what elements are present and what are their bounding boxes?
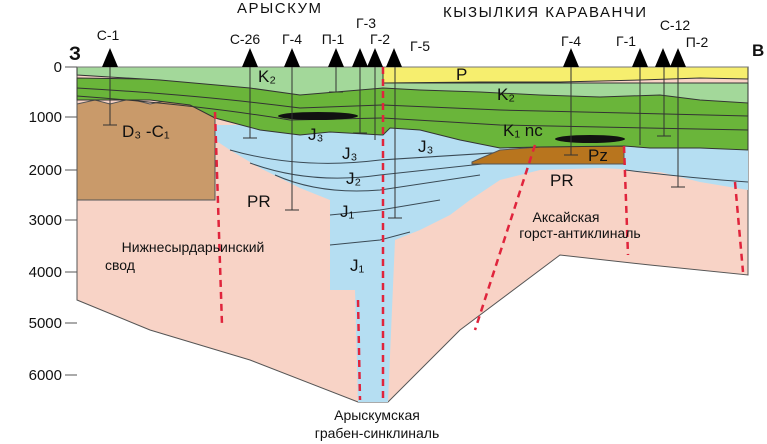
depth-tick-label: 4000 (29, 264, 62, 281)
well-triangle-icon (386, 48, 402, 67)
jurassic-east (620, 160, 748, 190)
jurassic-trough (215, 125, 748, 402)
depth-tick-label: 0 (54, 59, 62, 76)
well-triangle-icon (367, 48, 383, 67)
unit-label-j1: J₁ (340, 202, 355, 221)
caption-graben: грабен-синклиналь (315, 425, 440, 441)
well-label: Г-4 (561, 33, 581, 49)
unit-label-pr: PR (247, 192, 271, 211)
well-triangle-icon (352, 48, 368, 67)
well-label: С-12 (660, 17, 691, 33)
k2-light-green (76, 66, 749, 104)
well-label: Г-3 (356, 15, 376, 31)
well-triangle-icon (670, 48, 686, 67)
depth-ticks (65, 66, 77, 376)
oil-lens-kyzylkiya (555, 135, 625, 143)
depth-tick-label: 6000 (29, 367, 62, 384)
oil-lens-aryskum (278, 112, 358, 120)
depth-tick-label: 3000 (29, 212, 62, 229)
title-aryskum: АРЫСКУМ (237, 0, 323, 17)
unit-label-k1nc: K₁ nc (503, 121, 543, 140)
direction-west: З (69, 44, 81, 65)
well-triangle-icon (632, 48, 648, 67)
well-label: П-1 (322, 31, 345, 47)
well-triangle-icon (284, 48, 300, 67)
well-triangle-icon (655, 48, 671, 67)
well-triangle-icon (563, 48, 579, 67)
well-triangle-icon (102, 48, 118, 67)
title-kyzylkiya-karavanchi: КЫЗЫЛКИЯ КАРАВАНЧИ (443, 4, 648, 21)
well-markers (102, 48, 686, 67)
unit-label-k2: K₂ (497, 85, 515, 104)
well-label: Г-4 (282, 31, 302, 47)
caption-svod: Нижнесырдарьинский (122, 239, 265, 255)
caption-horst: Аксайская (532, 209, 599, 225)
depth-tick-label: 5000 (29, 315, 62, 332)
caption-graben: Арыскумская (334, 407, 420, 423)
caption-horst: горст-антиклиналь (519, 225, 640, 241)
unit-label-j3: J₃ (308, 125, 323, 144)
well-label: С-1 (97, 27, 120, 43)
j-horizons (229, 149, 749, 246)
well-triangle-icon (328, 48, 344, 67)
well-label: Г-1 (616, 33, 636, 49)
faults (213, 67, 745, 401)
well-lines (103, 67, 685, 219)
well-label: Г-5 (410, 38, 430, 54)
well-label: П-2 (686, 34, 709, 50)
unit-label-j1: J₁ (350, 256, 365, 275)
direction-east: В (752, 41, 764, 60)
unit-label-j3: J₃ (342, 144, 357, 163)
unit-label-j2: J₂ (346, 169, 361, 188)
unit-label-pr: PR (550, 171, 574, 190)
unit-label-k2: K₂ (258, 67, 276, 86)
unit-label-pz: Pz (588, 146, 608, 165)
depth-tick-label: 2000 (29, 162, 62, 179)
well-label: С-26 (230, 31, 261, 47)
unit-label-d3c1: D₃ -C₁ (122, 122, 170, 141)
caption-svod: свод (105, 257, 135, 273)
well-triangle-icon (242, 48, 258, 67)
d3c1-block (76, 98, 216, 201)
depth-tick-label: 1000 (29, 109, 62, 126)
k-horizons (76, 87, 749, 131)
well-label: Г-2 (370, 31, 390, 47)
unit-label-j3: J₃ (418, 137, 433, 156)
unit-label-p: P (456, 65, 467, 84)
